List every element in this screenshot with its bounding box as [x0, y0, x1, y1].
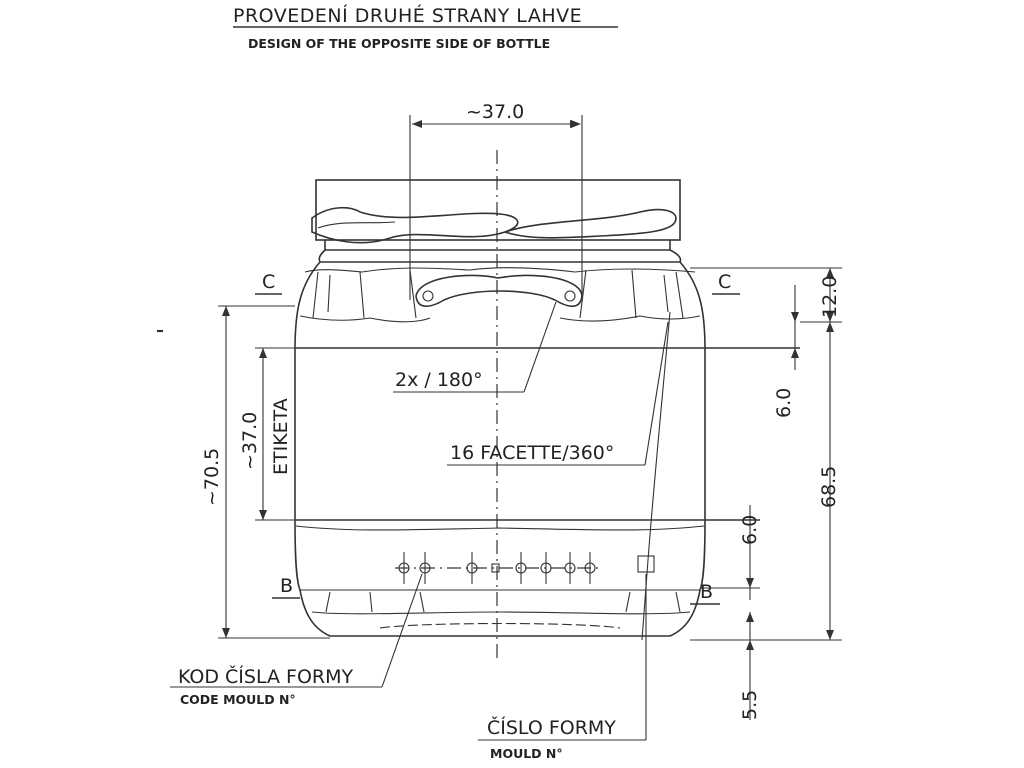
label-word-etiketa: ETIKETA — [270, 398, 292, 475]
dim-height-6b: 6.0 — [739, 515, 761, 545]
annotation-code-sub: CODE MOULD N° — [180, 692, 296, 707]
dim-top-width: ~37.0 — [466, 101, 524, 123]
dim-height-5-5: 5.5 — [739, 690, 761, 720]
section-b-right: B — [700, 581, 713, 603]
drawing-title: PROVEDENÍ DRUHÉ STRANY LAHVE — [233, 4, 582, 27]
dim-height-70-5: ~70.5 — [201, 448, 223, 506]
section-c-right: C — [718, 271, 731, 293]
annotation-code-title: KOD ČÍSLA FORMY — [178, 664, 354, 688]
drawing-subtitle: DESIGN OF THE OPPOSITE SIDE OF BOTTLE — [248, 36, 550, 51]
dim-height-6a: 6.0 — [773, 388, 795, 418]
annotation-mould-title: ČÍSLO FORMY — [487, 715, 616, 739]
annotation-handles: 2x / 180° — [395, 369, 483, 391]
dim-height-12: 12.0 — [819, 276, 841, 318]
dim-label-height: ~37.0 — [239, 412, 261, 470]
dim-height-68-5: 68.5 — [818, 466, 840, 508]
bottle-outline — [294, 179, 800, 641]
section-c-left: C — [262, 271, 275, 293]
mould-code-dots — [395, 552, 655, 584]
annotation-facets: 16 FACETTE/360° — [450, 442, 614, 464]
annotation-mould-sub: MOULD N° — [490, 746, 563, 761]
section-b-left: B — [280, 575, 293, 597]
